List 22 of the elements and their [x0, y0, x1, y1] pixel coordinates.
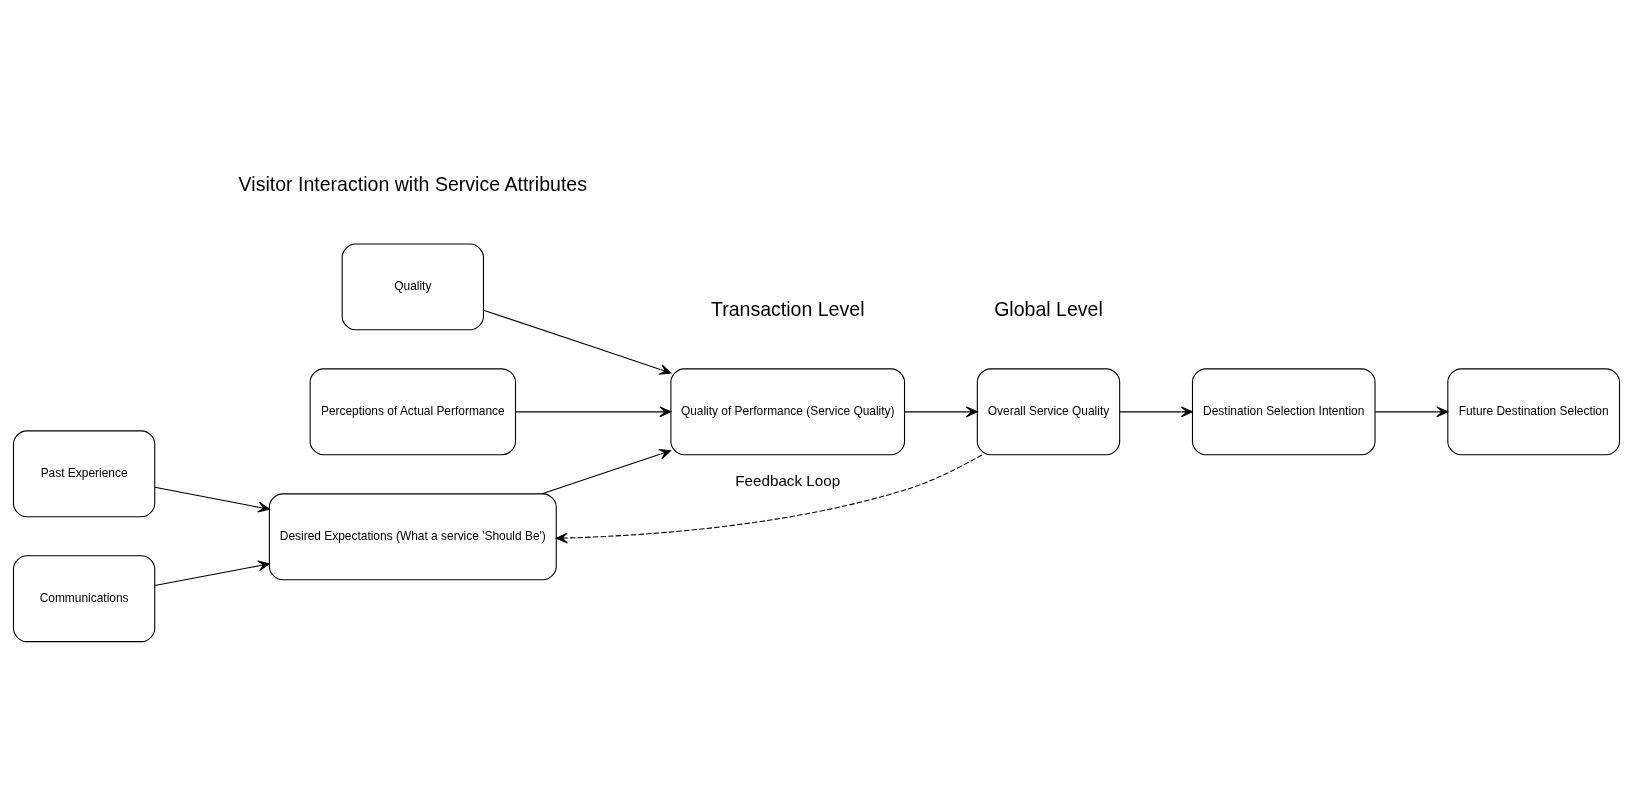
node-box: Communications	[12, 555, 156, 643]
arrow	[1119, 406, 1193, 418]
arrow	[154, 560, 270, 587]
arrow	[555, 454, 983, 544]
arrow	[1374, 406, 1449, 418]
node-box: Quality of Performance (Service Quality)	[670, 368, 906, 456]
arrow	[154, 486, 270, 513]
node-box: Perceptions of Actual Performance	[309, 368, 517, 456]
label: Global Level	[994, 297, 1103, 320]
node-box: Desired Expectations (What a service 'Should Be')	[268, 493, 557, 581]
label: Visitor Interaction with Service Attributes	[238, 172, 588, 195]
node-box: Past Experience	[12, 430, 156, 518]
node-box: Future Destination Selection	[1447, 368, 1621, 456]
node-box: Destination Selection Intention	[1191, 368, 1376, 456]
edge-label: Feedback Loop	[735, 471, 841, 489]
node-box: Quality	[341, 243, 484, 331]
arrow	[483, 309, 672, 375]
arrow	[541, 449, 672, 495]
label: Transaction Level	[710, 297, 865, 320]
arrow	[515, 406, 672, 418]
arrow	[904, 406, 978, 418]
node-box: Overall Service Quality	[976, 368, 1121, 456]
